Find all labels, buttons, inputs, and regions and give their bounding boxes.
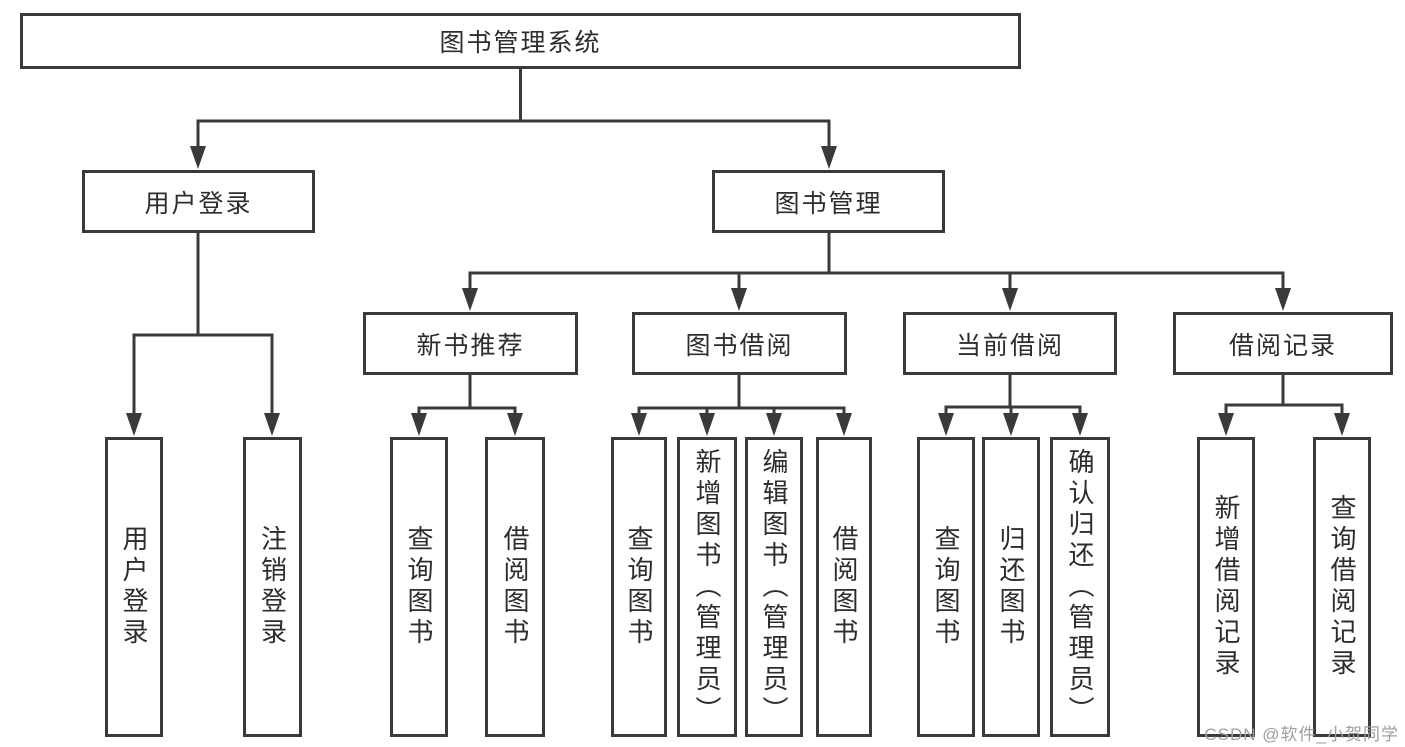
leaf-edit-books-admin: 编辑图书（管理员） [745,437,803,737]
csdn-watermark: CSDN @软件_小贺同学 [1204,725,1399,744]
leaf-borrow-books-recommend: 借阅图书 [485,437,545,737]
leaf-logout: 注销登录 [243,437,302,737]
node-new-book-recommendation: 新书推荐 [363,312,578,375]
node-current-borrowing: 当前借阅 [903,312,1117,375]
leaf-return-books: 归还图书 [982,437,1040,737]
leaf-confirm-return-admin: 确认归还（管理员） [1050,437,1110,737]
leaf-borrow-books-borrowing: 借阅图书 [816,437,872,737]
leaf-user-login: 用户登录 [105,437,163,737]
leaf-query-books-borrowing: 查询图书 [611,437,667,737]
leaf-add-books-admin: 新增图书（管理员） [677,437,737,737]
node-book-management: 图书管理 [712,170,945,233]
leaf-query-books-current: 查询图书 [917,437,975,737]
node-user-login: 用户登录 [82,170,315,233]
leaf-add-borrow-record: 新增借阅记录 [1197,437,1255,737]
node-library-management-system: 图书管理系统 [20,13,1021,69]
node-book-borrowing: 图书借阅 [632,312,847,375]
node-borrowing-records: 借阅记录 [1173,312,1393,375]
leaf-query-books-recommend: 查询图书 [390,437,448,737]
leaf-query-borrow-record: 查询借阅记录 [1313,437,1371,737]
